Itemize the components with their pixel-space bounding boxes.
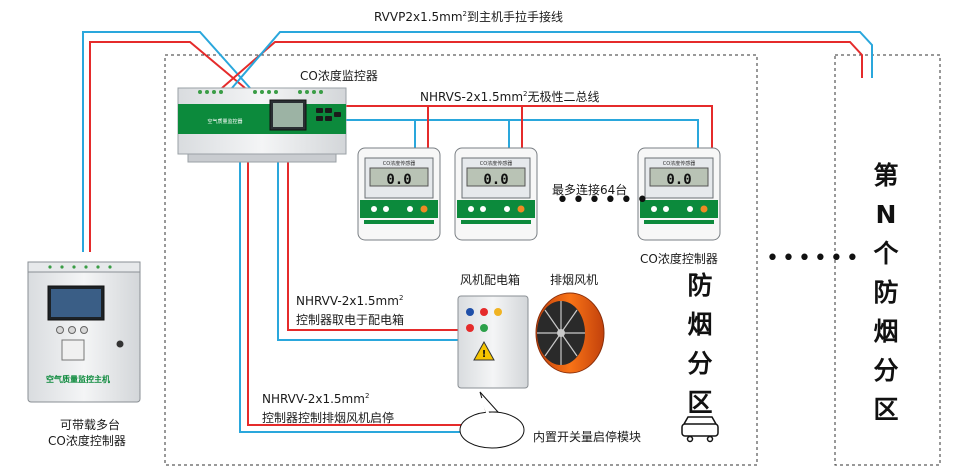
bus-cable-spec: NHRVS-2x1.5mm: [420, 90, 524, 104]
power-control-wires: [239, 162, 472, 433]
co-monitor-label: CO浓度监控器: [300, 69, 378, 83]
zone-continuation-dots: ••••••: [766, 246, 862, 271]
top-cable-sup: 2: [462, 10, 468, 18]
car-icon: [681, 416, 719, 443]
detector-2-screen-label: CO浓度传感器: [480, 160, 512, 167]
power-cable-sup: 2: [398, 294, 404, 302]
fan-distribution-box: !: [457, 295, 529, 389]
nth-smoke-zone-title: 第 N 个 防 烟 分 区: [871, 156, 901, 429]
host-cabinet: 空气质量监控主机: [27, 261, 141, 403]
control-cable-spec: NHRVV-2x1.5mm: [262, 392, 365, 406]
host-panel-label: 空气质量监控主机: [46, 374, 110, 384]
top-loop-wires: [82, 31, 873, 252]
detector-3-screen-label: CO浓度传感器: [663, 160, 695, 167]
detector-1-reading: 0.0: [386, 172, 411, 188]
power-cable-label-line2: 控制器取电于配电箱: [296, 313, 405, 327]
zone-char-3: 分: [687, 349, 713, 378]
nth-zone-char-3: 个: [873, 239, 899, 268]
nth-zone-char-2: N: [875, 200, 897, 229]
bus-wires: [343, 105, 713, 148]
bus-cable-sup: 2: [523, 90, 528, 98]
builtin-module-label: 内置开关量启停模块: [533, 430, 642, 444]
fan-box-label: 风机配电箱: [460, 273, 521, 287]
nth-zone-char-1: 第: [873, 161, 899, 190]
detector-2-reading: 0.0: [483, 172, 508, 188]
co-detector-3: CO浓度传感器 0.0: [637, 147, 721, 241]
monitor-buttons: [316, 108, 341, 121]
detector-1-screen-label: CO浓度传感器: [383, 160, 415, 167]
smoke-zone-title: 防 烟 分 区: [685, 266, 715, 422]
co-detector-2: CO浓度传感器 0.0: [454, 147, 538, 241]
nth-smoke-zone-boundary: [834, 54, 941, 466]
power-cable-spec: NHRVV-2x1.5mm: [296, 294, 399, 308]
max-connect-label: 最多连接64台: [552, 183, 628, 197]
top-cable-label: RVVP2x1.5mm2到主机手拉手接线: [374, 8, 563, 25]
host-caption-line2: CO浓度控制器: [48, 434, 126, 448]
top-cable-spec: RVVP2x1.5mm: [374, 10, 463, 24]
bus-cable-desc: 无极性二总线: [527, 90, 600, 104]
detector-3-reading: 0.0: [666, 172, 691, 188]
co-monitor-device: 空气质量监控器: [177, 87, 347, 163]
zone-char-4: 区: [687, 388, 713, 417]
host-caption-line1: 可带载多台: [60, 418, 121, 432]
power-cable-label-line1: NHRVV-2x1.5mm2: [296, 294, 403, 308]
smoke-zone-boundary: [164, 54, 758, 466]
nth-zone-char-5: 烟: [873, 317, 899, 346]
monitor-terminals: [198, 90, 323, 94]
exhaust-fan: [535, 292, 605, 374]
nth-zone-char-7: 区: [873, 395, 899, 424]
zone-char-1: 防: [687, 271, 713, 300]
nth-zone-char-4: 防: [873, 278, 899, 307]
control-cable-sup: 2: [364, 392, 370, 400]
bus-cable-label: NHRVS-2x1.5mm2无极性二总线: [420, 88, 600, 105]
module-callout-bubble: [459, 391, 525, 449]
fan-box-warning: !: [482, 349, 487, 360]
co-detector-1: CO浓度传感器 0.0: [357, 147, 441, 241]
top-cable-desc: 到主机手拉手接线: [467, 10, 564, 24]
zone-char-2: 烟: [687, 310, 713, 339]
co-detector-label: CO浓度控制器: [640, 252, 718, 266]
control-cable-label-line2: 控制器控制排烟风机启停: [262, 411, 395, 425]
monitor-panel-label: 空气质量监控器: [207, 118, 242, 125]
exhaust-fan-label: 排烟风机: [550, 273, 599, 287]
continuation-dots: ••••••: [556, 188, 652, 213]
host-indicators: [48, 265, 112, 269]
nth-zone-char-6: 分: [873, 356, 899, 385]
control-cable-label-line1: NHRVV-2x1.5mm2: [262, 392, 369, 406]
